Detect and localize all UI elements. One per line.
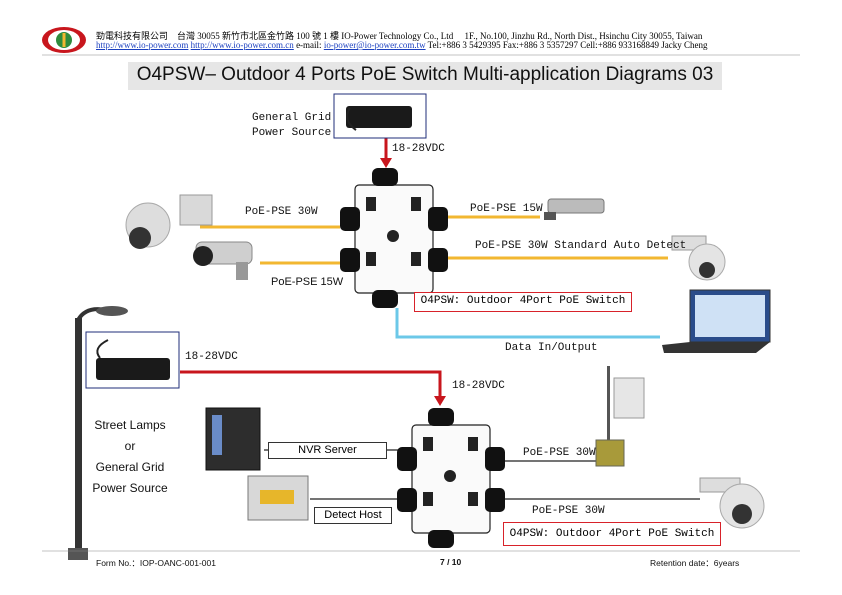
dome-camera-left-icon	[125, 194, 213, 249]
page-title: O4PSW– Outdoor 4 Ports PoE Switch Multi-…	[136, 64, 714, 85]
poe-right-bottom-label: PoE-PSE 30W Standard Auto Detect	[475, 240, 687, 252]
wireless-antenna-icon	[595, 366, 645, 467]
dc-input-label-2: 18-28VDC	[185, 351, 238, 363]
form-number: Form No.：IOP-OANC-001-001	[96, 558, 216, 568]
company-contacts: http://www.io-power.com http://www.io-po…	[96, 40, 708, 50]
bullet-camera-right-icon	[544, 198, 605, 220]
retention-date: Retention date：6years	[650, 558, 740, 568]
detect-host-label: Detect Host	[314, 507, 392, 524]
bullet-camera-left-icon	[193, 241, 253, 280]
data-io-label: Data In/Output	[505, 342, 598, 354]
nvr-server-label: NVR Server	[268, 442, 387, 459]
dome-camera-right-icon	[671, 235, 726, 281]
power-source-label: General Grid Power Source	[252, 112, 332, 139]
nvr-server-icon	[205, 407, 261, 471]
power-arrow-2	[434, 396, 446, 406]
title-background	[128, 62, 722, 90]
email-label: e-mail:	[296, 40, 322, 50]
data-line	[395, 308, 660, 339]
power-adapter-1	[346, 106, 412, 128]
street-lamp-line-4: Power Source	[92, 481, 168, 495]
website-link-cn[interactable]: http://www.io-power.com.cn	[190, 40, 294, 50]
poe-right-bottom-label-2: PoE-PSE 30W	[532, 505, 605, 517]
power-arrow-1	[380, 158, 392, 168]
poe-right-top-label: PoE-PSE 15W	[470, 203, 543, 215]
poe-switch-2	[397, 408, 505, 548]
device-label-2: O4PSW: Outdoor 4Port PoE Switch	[503, 522, 721, 546]
company-logo	[42, 27, 86, 53]
power-line-2	[180, 370, 442, 398]
street-lamp-line-2: or	[124, 439, 136, 453]
dc-input-label-3: 18-28VDC	[452, 380, 505, 392]
street-lamp-line-3: General Grid	[95, 460, 165, 474]
website-link-com[interactable]: http://www.io-power.com	[96, 40, 189, 50]
company-address: 勁電科技有限公司 台灣 30055 新竹市北區金竹路 100 號 1 樓 IO-…	[96, 31, 703, 41]
power-adapter-2	[96, 358, 170, 380]
poe-switch-1	[340, 168, 448, 308]
poe-left-bottom-label: PoE-PSE 15W	[271, 276, 344, 288]
laptop-icon	[662, 289, 771, 353]
street-lamp-label: Street Lamps or General Grid Power Sourc…	[82, 415, 178, 499]
phone-numbers: Tel:+886 3 5429395 Fax:+886 3 5357297 Ce…	[427, 40, 708, 50]
detect-host-icon	[247, 475, 309, 521]
dome-camera-bottom-icon	[699, 477, 765, 529]
email-link[interactable]: io-power@io-power.com.tw	[323, 40, 426, 50]
device-label-1: O4PSW: Outdoor 4Port PoE Switch	[414, 292, 632, 312]
street-lamp-line-1: Street Lamps	[94, 418, 166, 432]
page-number: 7 / 10	[440, 557, 462, 567]
dc-input-label-1: 18-28VDC	[392, 143, 445, 155]
poe-right-top-label-2: PoE-PSE 30W	[523, 447, 596, 459]
poe-left-top-label: PoE-PSE 30W	[245, 206, 318, 218]
